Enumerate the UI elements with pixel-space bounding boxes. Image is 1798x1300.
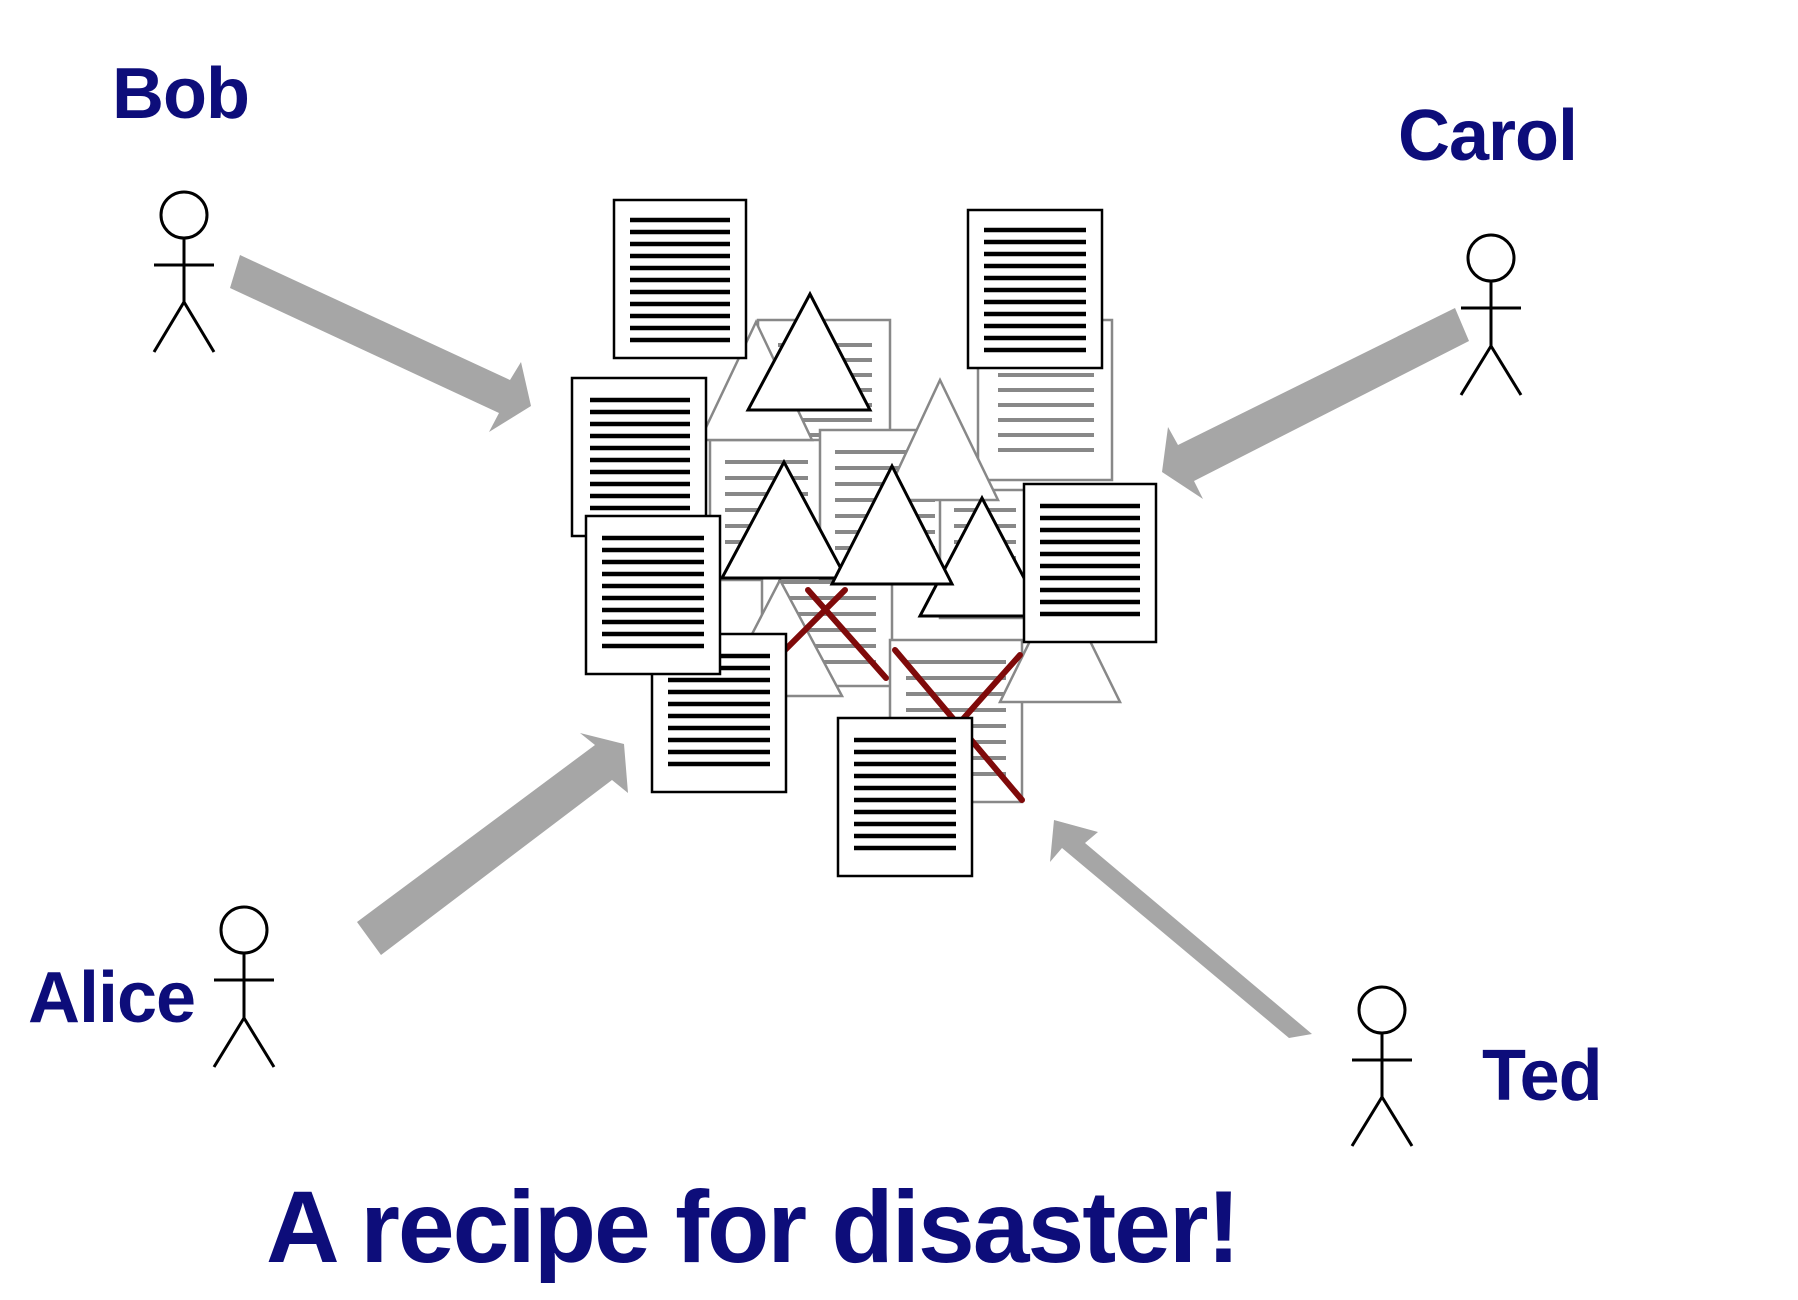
arrow-carol-icon bbox=[1162, 308, 1469, 499]
person-ted-icon bbox=[1350, 985, 1414, 1147]
triangle-icon bbox=[917, 494, 1047, 618]
person-carol-icon bbox=[1459, 233, 1523, 396]
conflict-x-icon bbox=[777, 587, 889, 681]
faded-triangle-icon bbox=[882, 377, 1000, 502]
triangle-icon bbox=[745, 290, 873, 412]
triangle-icon bbox=[829, 462, 955, 586]
person-bob-icon bbox=[152, 190, 216, 353]
document-pile bbox=[570, 198, 1158, 878]
person-label-alice: Alice bbox=[28, 958, 196, 1038]
slide-caption: A recipe for disaster! bbox=[266, 1170, 1241, 1284]
document-icon bbox=[570, 376, 708, 538]
triangle-icon bbox=[719, 458, 849, 580]
arrow-ted-icon bbox=[1050, 820, 1312, 1038]
document-icon bbox=[612, 198, 748, 360]
person-label-ted: Ted bbox=[1482, 1036, 1603, 1116]
arrow-alice-icon bbox=[357, 733, 628, 955]
document-icon bbox=[1022, 482, 1158, 644]
conflict-marks bbox=[777, 587, 1025, 803]
person-alice-icon bbox=[212, 905, 276, 1068]
person-label-carol: Carol bbox=[1398, 96, 1578, 176]
document-icon bbox=[836, 716, 974, 878]
document-icon bbox=[966, 208, 1104, 370]
arrows bbox=[230, 255, 1469, 1038]
person-label-bob: Bob bbox=[112, 54, 250, 134]
document-icon bbox=[584, 514, 722, 676]
arrow-bob-icon bbox=[230, 255, 531, 432]
